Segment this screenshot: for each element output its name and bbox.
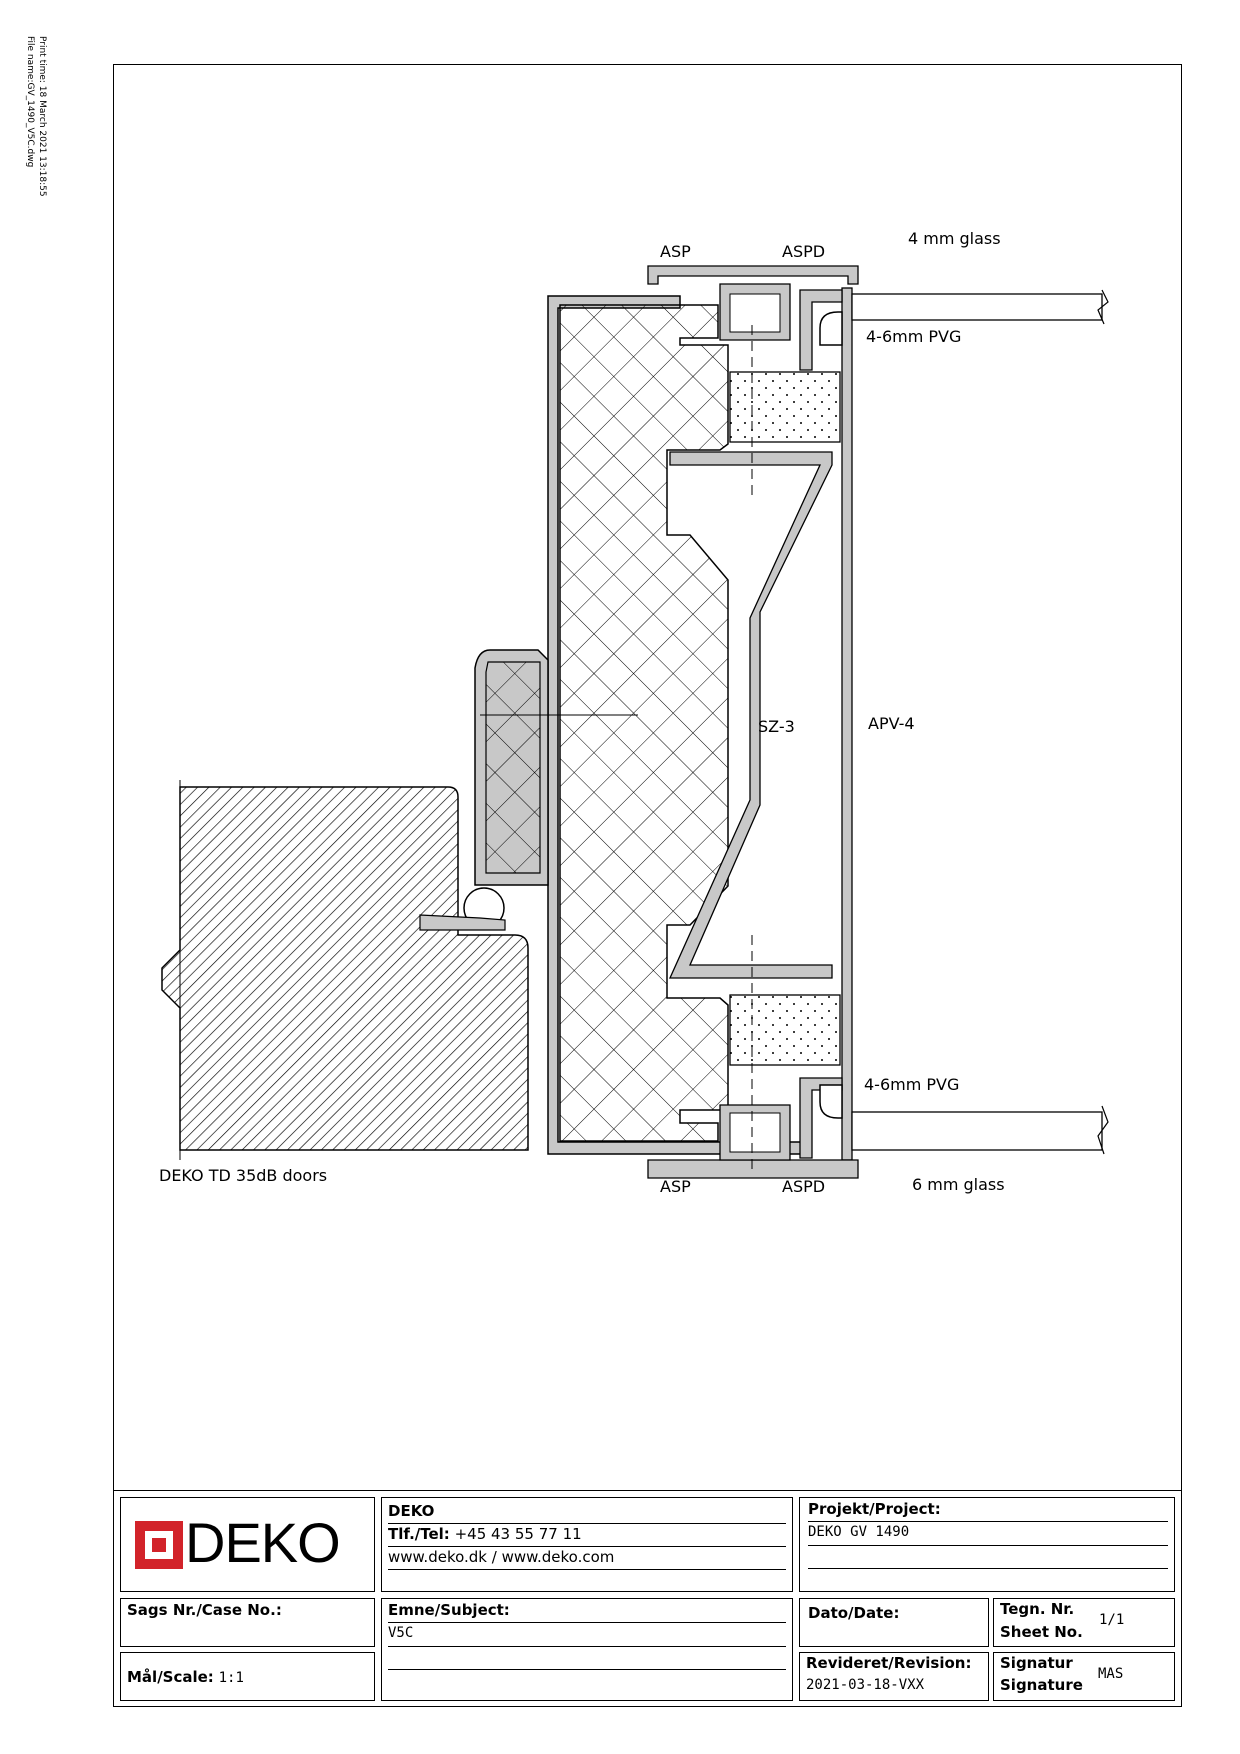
pvg-seal-bottom xyxy=(819,1084,843,1119)
desiccant-bottom xyxy=(729,994,841,1066)
subject-value: V5C xyxy=(388,1625,414,1641)
revision-value: 2021-03-18-VXX xyxy=(806,1677,925,1693)
label-apv4: APV-4 xyxy=(868,714,915,733)
sheet-value: 1/1 xyxy=(1099,1612,1125,1628)
scale-box: Mål/Scale: 1:1 xyxy=(120,1652,375,1701)
sheet-label-2: Sheet No. xyxy=(1000,1623,1083,1641)
company-box: DEKO Tlf./Tel: +45 43 55 77 11 www.deko.… xyxy=(381,1497,793,1592)
label-glass-top: 4 mm glass xyxy=(908,229,1001,248)
asp-bottom-profile xyxy=(647,1159,859,1179)
signature-box: Signatur Signature MAS xyxy=(993,1652,1175,1701)
subject-box: Emne/Subject: V5C xyxy=(381,1598,793,1701)
project-value: DEKO GV 1490 xyxy=(808,1524,910,1540)
glass-top xyxy=(851,293,1103,321)
door-leaf xyxy=(161,786,529,1151)
project-label: Projekt/Project: xyxy=(808,1500,941,1518)
company-name: DEKO xyxy=(388,1502,435,1520)
core-insulation xyxy=(559,304,729,1142)
revision-label: Revideret/Revision: xyxy=(806,1654,972,1672)
label-pvg-top: 4-6mm PVG xyxy=(866,327,961,346)
apv-profile xyxy=(841,287,853,1161)
sheet-box: Tegn. Nr. Sheet No. 1/1 xyxy=(993,1598,1175,1647)
signature-label-2: Signature xyxy=(1000,1676,1083,1694)
section-drawing: ASP ASPD 4 mm glass 4-6mm PVG SZ-3 APV-4… xyxy=(159,229,1109,1196)
asp-top-profile xyxy=(647,265,859,285)
label-asp-top: ASP xyxy=(660,242,691,261)
desiccant-top xyxy=(729,371,841,443)
scale: Mål/Scale: 1:1 xyxy=(127,1668,244,1686)
case-label: Sags Nr./Case No.: xyxy=(127,1601,282,1619)
label-aspd-bottom: ASPD xyxy=(782,1177,825,1196)
pvg-seal-top xyxy=(819,311,843,346)
logo-box: DEKO xyxy=(120,1497,375,1592)
deko-logo-mark xyxy=(135,1521,183,1569)
project-box: Projekt/Project: DEKO GV 1490 xyxy=(799,1497,1175,1592)
label-doors: DEKO TD 35dB doors xyxy=(159,1166,327,1185)
subject-label: Emne/Subject: xyxy=(388,1601,510,1619)
telephone: Tlf./Tel: +45 43 55 77 11 xyxy=(388,1525,582,1543)
deko-logo-text: DEKO xyxy=(185,1511,341,1574)
title-block xyxy=(113,1490,1182,1707)
label-aspd-top: ASPD xyxy=(782,242,825,261)
website: www.deko.dk / www.deko.com xyxy=(388,1548,615,1566)
label-sz3: SZ-3 xyxy=(758,717,795,736)
drawing-frame xyxy=(113,64,1182,1707)
sheet-label-1: Tegn. Nr. xyxy=(1000,1600,1075,1618)
sz3-spacer xyxy=(668,451,833,979)
glass-bottom xyxy=(851,1111,1103,1151)
label-asp-bottom: ASP xyxy=(660,1177,691,1196)
label-glass-bottom: 6 mm glass xyxy=(912,1175,1005,1194)
date-box: Dato/Date: xyxy=(799,1598,989,1647)
case-box: Sags Nr./Case No.: xyxy=(120,1598,375,1647)
signature-label-1: Signatur xyxy=(1000,1654,1073,1672)
date-label: Dato/Date: xyxy=(808,1604,900,1622)
revision-box: Revideret/Revision: 2021-03-18-VXX xyxy=(799,1652,989,1701)
frame-profile xyxy=(547,295,809,1155)
signature-value: MAS xyxy=(1098,1666,1124,1682)
label-pvg-bottom: 4-6mm PVG xyxy=(864,1075,959,1094)
